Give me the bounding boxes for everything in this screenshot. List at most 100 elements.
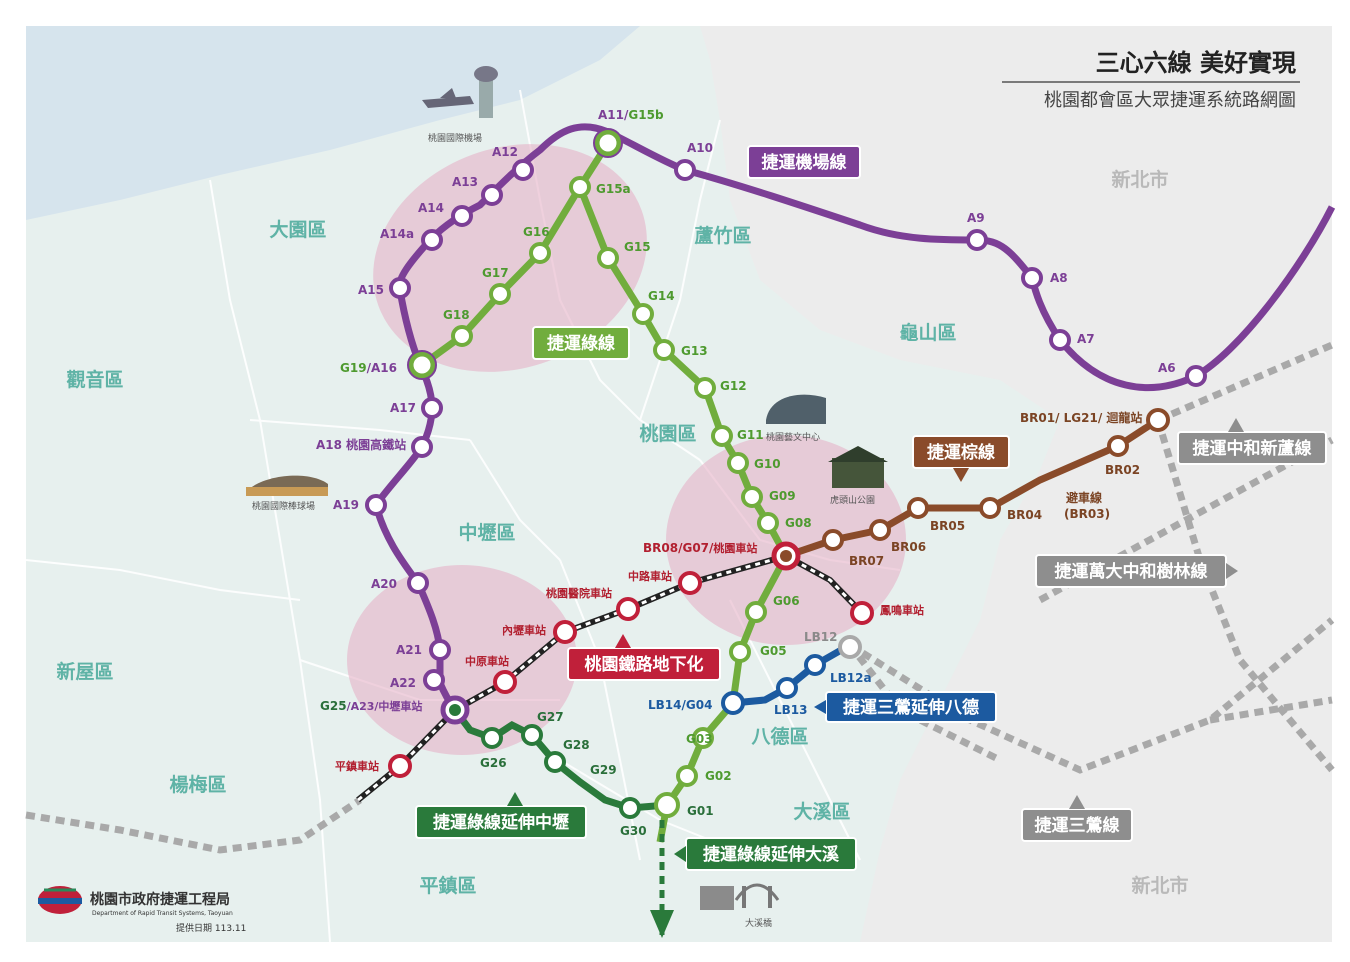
airport-tower-icon xyxy=(479,70,493,118)
label-g30: G30 xyxy=(620,824,647,838)
station-a17[interactable] xyxy=(421,397,443,419)
station-a19[interactable] xyxy=(365,494,387,516)
badge-zhonghe-label: 捷運中和新蘆線 xyxy=(1193,438,1312,459)
station-br04[interactable] xyxy=(979,497,1001,519)
rail-pingzhen[interactable] xyxy=(388,754,412,778)
station-labels-brown: BR08/G07/桃園車站 BR07 BR06 BR05 BR04 避車線 (B… xyxy=(643,410,1142,717)
label-a8: A8 xyxy=(1050,271,1068,285)
station-a12[interactable] xyxy=(512,159,534,181)
station-a6[interactable] xyxy=(1185,365,1207,387)
landmark-airport-label: 桃園國際機場 xyxy=(428,132,482,144)
label-g08: G08 xyxy=(785,516,812,530)
station-a9[interactable] xyxy=(966,229,988,251)
station-g15[interactable] xyxy=(597,247,619,269)
station-g16[interactable] xyxy=(529,242,551,264)
district-newtaipei-south: 新北市 xyxy=(1131,874,1188,897)
station-a15[interactable] xyxy=(389,277,411,299)
label-g19: G19/A16 xyxy=(340,361,397,375)
station-g11[interactable] xyxy=(711,425,733,447)
label-br06: BR06 xyxy=(891,540,926,554)
rail-zhonglu[interactable] xyxy=(678,571,702,595)
badge-brown[interactable]: 捷運棕線 xyxy=(912,435,1010,482)
station-a21[interactable] xyxy=(429,639,451,661)
station-lb12a[interactable] xyxy=(804,654,826,676)
station-br06[interactable] xyxy=(869,519,891,541)
station-g30[interactable] xyxy=(619,797,641,819)
badge-green[interactable]: 捷運綠線 xyxy=(532,326,630,360)
station-br01[interactable] xyxy=(1146,408,1170,432)
station-a11-g15b[interactable] xyxy=(594,129,622,157)
station-g03[interactable] xyxy=(692,727,714,749)
station-br05[interactable] xyxy=(907,497,929,519)
district-guanyin: 觀音區 xyxy=(66,368,123,391)
station-g05[interactable] xyxy=(729,641,751,663)
station-a13[interactable] xyxy=(481,184,503,206)
badge-sanying[interactable]: 捷運三鶯線 xyxy=(1021,795,1133,842)
label-g17: G17 xyxy=(482,266,509,280)
badge-green-ext-daxi[interactable]: 捷運綠線延伸大溪 xyxy=(674,837,857,871)
station-labels-airport: A6 A7 A8 A9 A10 A11/G15b A12 A13 A14 A14… xyxy=(316,108,1176,713)
label-a20: A20 xyxy=(371,577,397,591)
badge-zhonghe[interactable]: 捷運中和新蘆線 xyxy=(1177,418,1327,465)
station-lb13[interactable] xyxy=(776,677,798,699)
station-a14[interactable] xyxy=(451,205,473,227)
station-g15a[interactable] xyxy=(569,176,591,198)
station-g01[interactable] xyxy=(654,792,680,818)
badge-wanda-label: 捷運萬大中和樹林線 xyxy=(1055,561,1208,582)
station-a14a[interactable] xyxy=(421,229,443,251)
label-g14: G14 xyxy=(648,289,675,303)
station-a8[interactable] xyxy=(1021,267,1043,289)
station-a20[interactable] xyxy=(407,572,429,594)
label-rs-hospital: 桃園醫院車站 xyxy=(546,586,612,600)
station-a18[interactable] xyxy=(411,436,433,458)
label-a13: A13 xyxy=(452,175,478,189)
label-a17: A17 xyxy=(390,401,416,415)
line-wanda-2 xyxy=(1038,436,1334,604)
rail-fengming[interactable] xyxy=(850,601,874,625)
station-a7[interactable] xyxy=(1049,329,1071,351)
station-lb14[interactable] xyxy=(721,691,745,715)
label-rs-zhongyuan: 中原車站 xyxy=(465,654,509,668)
line-grey-west xyxy=(25,797,362,854)
station-g18[interactable] xyxy=(451,325,473,347)
district-bade: 八德區 xyxy=(751,725,808,748)
badge-sanying-ext[interactable]: 捷運三鶯延伸八德 xyxy=(814,691,997,723)
rail-hospital[interactable] xyxy=(616,597,640,621)
label-g25: G25/A23/中壢車站 xyxy=(320,699,422,713)
badge-sanying-ext-label: 捷運三鶯延伸八德 xyxy=(843,697,979,718)
label-g01: G01 xyxy=(687,804,714,818)
page-title: 三心六線 美好實現 xyxy=(1096,49,1296,77)
line-badges: 捷運機場線 捷運綠線 捷運棕線 桃園鐵路地下化 捷運三鶯延伸八德 捷運綠線延伸中… xyxy=(415,145,1327,871)
station-a10[interactable] xyxy=(674,159,696,181)
station-br07[interactable] xyxy=(822,529,844,551)
station-g12[interactable] xyxy=(694,377,716,399)
station-g06[interactable] xyxy=(745,601,767,623)
station-g27[interactable] xyxy=(521,724,543,746)
district-newtaipei-north: 新北市 xyxy=(1111,168,1168,191)
badge-railway[interactable]: 桃園鐵路地下化 xyxy=(567,634,721,681)
rail-neili[interactable] xyxy=(553,620,577,644)
station-lb12[interactable] xyxy=(838,635,862,659)
station-g26[interactable] xyxy=(481,727,503,749)
badge-airport[interactable]: 捷運機場線 xyxy=(747,145,861,179)
station-g28[interactable] xyxy=(544,751,566,773)
station-g02[interactable] xyxy=(676,765,698,787)
line-zhonghe xyxy=(1156,341,1334,424)
station-g10[interactable] xyxy=(727,452,749,474)
badge-wanda[interactable]: 捷運萬大中和樹林線 xyxy=(1035,554,1238,588)
badge-green-ext-zhongli[interactable]: 捷運綠線延伸中壢 xyxy=(415,792,587,839)
station-g14[interactable] xyxy=(632,303,654,325)
badge-green-label: 捷運綠線 xyxy=(547,333,615,354)
station-a22[interactable] xyxy=(423,669,445,691)
rail-zhongyuan[interactable] xyxy=(493,670,517,694)
label-lb13: LB13 xyxy=(774,703,808,717)
station-br02[interactable] xyxy=(1107,435,1129,457)
station-g09[interactable] xyxy=(741,486,763,508)
station-g08[interactable] xyxy=(757,512,779,534)
station-g13[interactable] xyxy=(653,339,675,361)
landmark-stadium: 桃園國際棒球場 xyxy=(246,475,328,512)
station-g17[interactable] xyxy=(489,283,511,305)
station-g19-a16[interactable] xyxy=(408,351,436,379)
label-rs-neili: 內壢車站 xyxy=(502,623,546,637)
